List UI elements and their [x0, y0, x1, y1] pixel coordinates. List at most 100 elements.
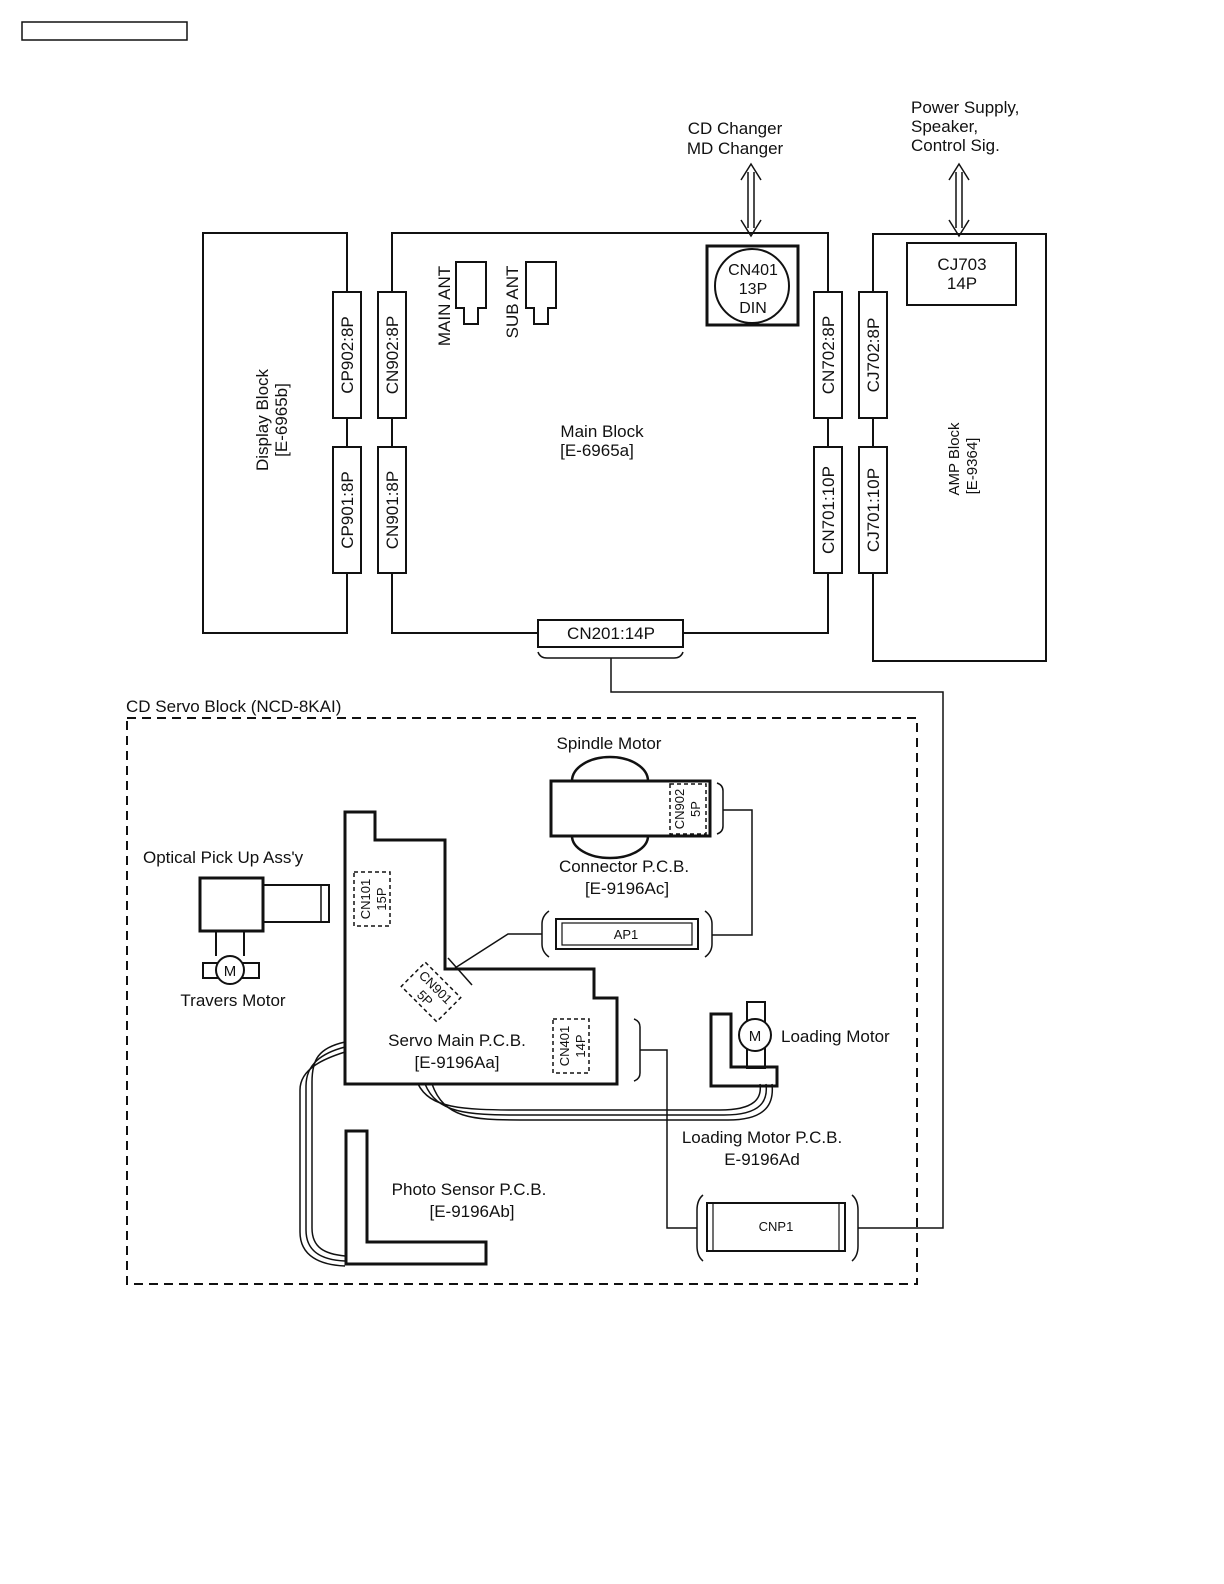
sub-ant-terminal: [525, 261, 557, 325]
cn902-to-ap1-wire: [712, 809, 753, 936]
servo-main-name: Servo Main P.C.B.: [388, 1031, 526, 1050]
travers-motor-label: Travers Motor: [180, 991, 286, 1010]
servo-main-code: [E-9196Aa]: [414, 1053, 499, 1072]
cn201-label: CN201:14P: [567, 624, 655, 643]
cn101-a: CN101: [358, 879, 373, 919]
cd-changer-arrow: [740, 162, 762, 238]
cn701-label: CN701:10P: [819, 466, 838, 554]
photo-sensor-name: Photo Sensor P.C.B.: [392, 1180, 547, 1199]
loading-pcb-code: E-9196Ad: [724, 1150, 800, 1169]
cn901-label: CN901:8P: [383, 471, 402, 549]
cn702-connector: [813, 291, 843, 419]
cp902-connector: [332, 291, 362, 419]
connector-pcb-board: [549, 779, 712, 838]
cj702-connector: [858, 291, 888, 419]
external-cd-label: CD Changer MD Changer: [687, 119, 784, 158]
spindle-motor-body: [570, 755, 650, 860]
cn401-bracket: [633, 1018, 641, 1082]
cj702-label: CJ702:8P: [864, 318, 883, 393]
cd-changer-label: CD Changer: [688, 119, 783, 138]
display-block: Display Block [E-6965b] CP902:8P CP901:8…: [202, 232, 362, 634]
loading-pcb-name: Loading Motor P.C.B.: [682, 1128, 842, 1147]
cnp1-label: CNP1: [759, 1219, 794, 1234]
loading-motor-circle: [738, 1018, 772, 1052]
cd-servo-title: CD Servo Block (NCD-8KAI): [126, 697, 341, 716]
cn401-din-line2: 13P: [739, 281, 767, 298]
connector-pcb-name: Connector P.C.B.: [559, 857, 689, 876]
cn101-connector: [353, 871, 391, 927]
ap1-right-bracket: [704, 910, 713, 958]
main-ant-terminal: [455, 261, 487, 325]
cp901-connector: [332, 446, 362, 574]
optical-pickup-head: [198, 876, 265, 933]
amp-block: CJ702:8P CJ701:10P CJ703 14P AMP Block […: [858, 233, 1047, 662]
main-block-name: Main Block: [560, 422, 644, 441]
cn201-bracket: [537, 651, 684, 659]
control-sig-label: Control Sig.: [911, 136, 1000, 155]
display-block-code: [E-6965b]: [272, 383, 291, 457]
cn701-connector: [813, 446, 843, 574]
cn901-servo-connector: CN901 5P: [400, 961, 462, 1023]
cn902-spindle-connector: [669, 783, 707, 835]
cn201-connector: [537, 619, 684, 648]
photo-sensor-code: [E-9196Ab]: [429, 1202, 514, 1221]
loading-motor-m: M: [749, 1028, 762, 1045]
photo-sensor-pcb-board: [344, 1129, 488, 1266]
cn902-bracket: [716, 782, 724, 835]
main-ant-label: MAIN ANT: [435, 266, 454, 346]
cj703-connector: [906, 242, 1017, 306]
cn401-din-line1: CN401: [728, 262, 778, 279]
external-power-label: Power Supply, Speaker, Control Sig.: [911, 98, 1019, 155]
servo-to-loading-flex: [417, 1083, 774, 1121]
cnp1-right-bracket: [851, 1194, 859, 1262]
cj703-line1: CJ703: [937, 255, 986, 274]
cn702-label: CN702:8P: [819, 316, 838, 394]
cn401-servo-a: CN401: [557, 1026, 572, 1066]
power-arrow: [948, 162, 970, 238]
ap1-label: AP1: [614, 927, 639, 942]
cn902-label: CN902:8P: [383, 316, 402, 394]
servo-to-photo-flex: [299, 1041, 346, 1267]
speaker-label: Speaker,: [911, 117, 978, 136]
header-box: [21, 21, 188, 41]
cj701-connector: [858, 446, 888, 574]
cn902-connector: [377, 291, 407, 419]
ap1-inner: [561, 922, 693, 946]
cnp1-connector: [706, 1202, 846, 1252]
ap1-to-cn901-wire: [454, 933, 542, 969]
connector-pcb-code: [E-9196Ac]: [585, 879, 669, 898]
travers-motor-m: M: [224, 963, 237, 980]
cn902-spindle-a: CN902: [672, 789, 687, 829]
cn901-tab: [447, 957, 473, 986]
optical-pickup-label: Optical Pick Up Ass'y: [143, 848, 304, 867]
cnp1-left-bracket: [696, 1194, 704, 1262]
cd-servo-block: CD Servo Block (NCD-8KAI) Spindle Motor …: [126, 697, 918, 1285]
ap1-left-bracket: [541, 910, 550, 958]
optical-pickup-arm: [262, 884, 330, 923]
cn401-din-circle: [714, 248, 790, 324]
cn401-servo-b: 14P: [573, 1034, 588, 1057]
cj703-line2: 14P: [947, 274, 977, 293]
cn901-connector: [377, 446, 407, 574]
power-supply-label: Power Supply,: [911, 98, 1019, 117]
cn201-to-cnp1-wire: [610, 658, 944, 1229]
cj701-label: CJ701:10P: [864, 468, 883, 552]
main-block-code: [E-6965a]: [560, 441, 634, 460]
cp902-label: CP902:8P: [338, 316, 357, 394]
travers-motor-circle: [215, 955, 245, 985]
cn401-din-line3: DIN: [739, 300, 767, 317]
main-block: CN902:8P CN901:8P CN702:8P CN701:10P Mai…: [377, 232, 843, 659]
md-changer-label: MD Changer: [687, 139, 784, 158]
amp-block-code: [E-9364]: [964, 438, 981, 495]
cd-servo-boundary: [126, 717, 918, 1285]
cn101-b: 15P: [374, 887, 389, 910]
loading-motor-bracket: [709, 1012, 779, 1088]
loading-motor-label: Loading Motor: [781, 1027, 890, 1046]
sub-ant-label: SUB ANT: [503, 266, 522, 339]
cp901-label: CP901:8P: [338, 471, 357, 549]
cn401-din-box: [705, 244, 800, 327]
cn401-servo-connector: [552, 1018, 590, 1074]
display-block-name: Display Block: [253, 368, 272, 471]
servo-main-pcb-board: [343, 810, 619, 1086]
